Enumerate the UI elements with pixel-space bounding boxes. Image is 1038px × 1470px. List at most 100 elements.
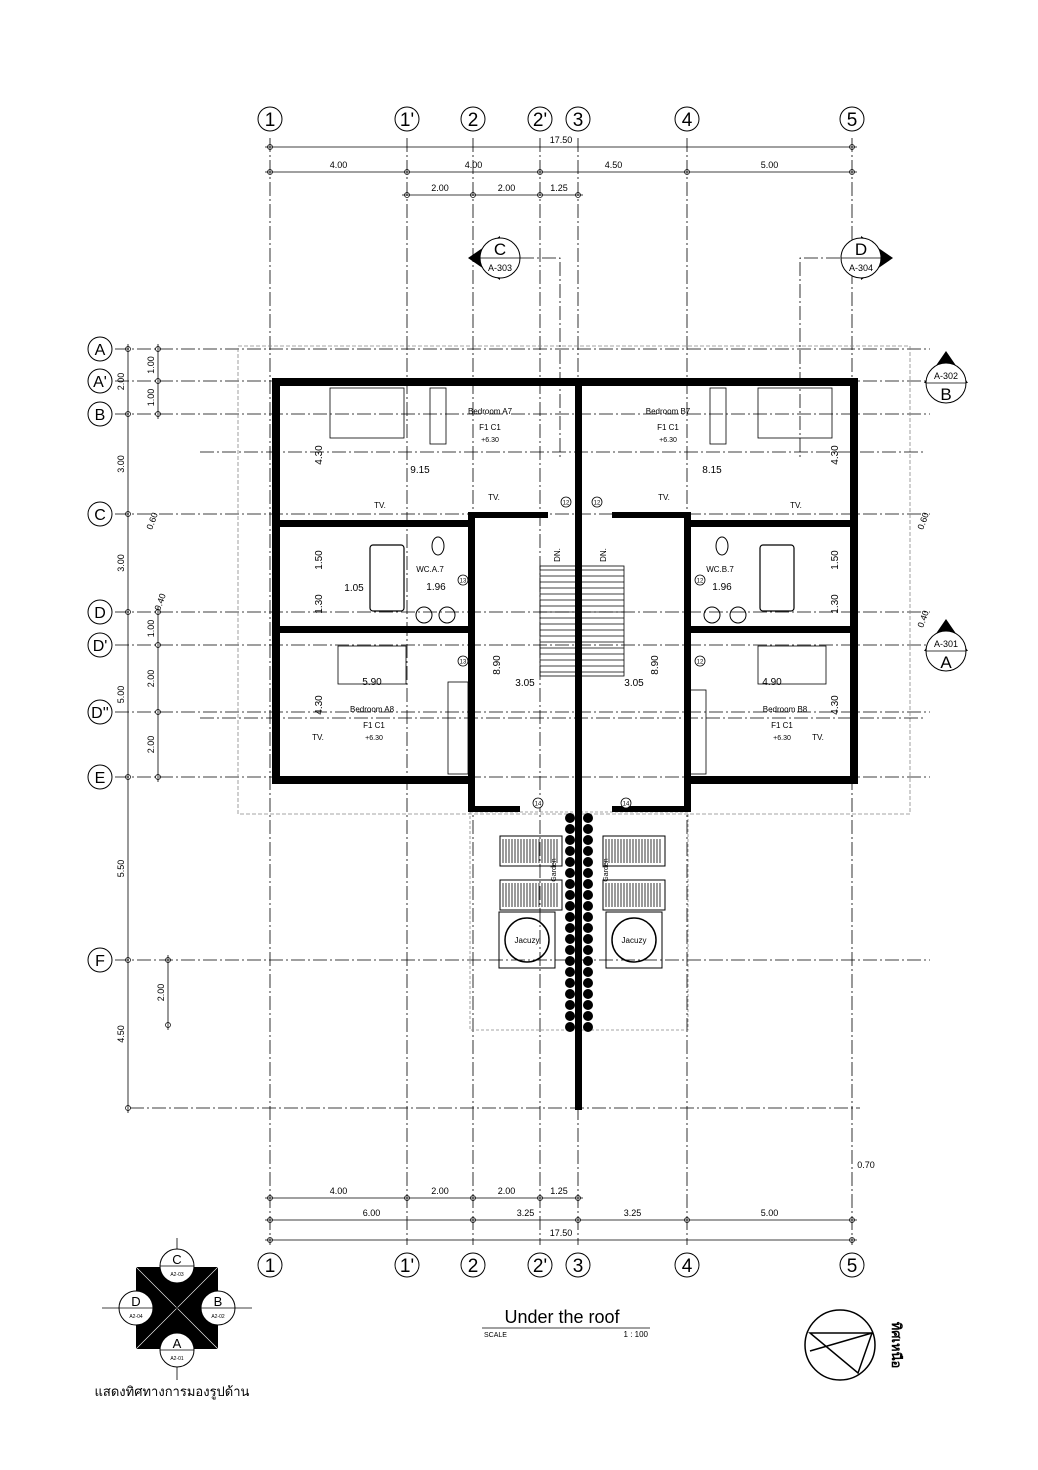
dim-top-row2-tick — [537, 169, 543, 175]
legend-view-sheet-B: A2-02 — [211, 1314, 225, 1320]
dim-bottom-overall-tick — [849, 1237, 855, 1243]
dim-bottom-overall-label: 17.50 — [550, 1228, 573, 1238]
section-letter: C — [494, 240, 506, 259]
dim-wc-b-width: 1.96 — [712, 582, 732, 593]
garden-plant — [565, 912, 575, 922]
section-letter: D — [855, 240, 867, 259]
wash-basin — [438, 606, 456, 624]
toilet — [715, 536, 729, 556]
grid-bubble-5 — [839, 1252, 865, 1278]
garden-plant — [583, 1000, 593, 1010]
grid-bubble-1 — [257, 1252, 283, 1278]
wardrobe — [709, 387, 727, 445]
dim-bed-depth: 4.30 — [830, 445, 841, 465]
garden-plant — [565, 868, 575, 878]
garden-plant — [565, 824, 575, 834]
grid-label-5: 5 — [847, 1256, 858, 1277]
dim-left-inner-tick — [155, 346, 161, 352]
garden-plant — [583, 890, 593, 900]
wardrobe — [689, 689, 707, 775]
dim-left-outer-tick — [125, 411, 131, 417]
garden-label: Garden — [603, 858, 610, 881]
stair-down-label: DN. — [599, 548, 608, 562]
wash-basin — [415, 606, 433, 624]
garden-plant — [565, 1000, 575, 1010]
room-tag-f1-c1: F1 C1 — [479, 423, 501, 432]
garden-plant — [583, 857, 593, 867]
dim-left-outer-label: 3.00 — [116, 455, 126, 473]
grid-label-D': D' — [93, 638, 108, 655]
grid-bubble-B — [87, 401, 113, 427]
dim-wc-lower: 1.30 — [314, 594, 325, 614]
dim-bedroom-a-width: 9.15 — [410, 465, 430, 476]
toilet — [431, 536, 445, 556]
dim-wc-upper: 1.50 — [314, 550, 325, 570]
grid-bubble-D — [87, 599, 113, 625]
door-tag — [532, 797, 544, 809]
grid-label-5: 5 — [847, 110, 858, 131]
grid-label-2: 2 — [468, 110, 479, 131]
lounger-frame — [602, 879, 666, 911]
door-tag — [457, 574, 469, 586]
bathtub — [369, 544, 405, 612]
dim-bedroom-b8-width: 4.90 — [762, 677, 782, 688]
tv-label: TV. — [312, 733, 324, 742]
room-label-wc-a7: WC.A.7 — [416, 565, 444, 574]
garden-plant — [583, 1011, 593, 1021]
section-letter: A — [940, 653, 952, 672]
dim-top-row3-label: 2.00 — [431, 183, 449, 193]
tv-label: TV. — [812, 733, 824, 742]
tv-label: TV. — [790, 501, 802, 510]
dim-bedroom-a8-width: 5.90 — [362, 677, 382, 688]
dim-left-inner-label: 0.40 — [152, 592, 167, 612]
dim-hall-width-b: 3.05 — [624, 678, 644, 689]
room-tag-f1-c1: F1 C1 — [771, 721, 793, 730]
dim-bottom-row2-tick — [267, 1217, 273, 1223]
grid-bubble-C — [87, 501, 113, 527]
grid-bubble-3 — [565, 1252, 591, 1278]
garden-plant — [583, 868, 593, 878]
dim-top-row3-tick — [470, 192, 476, 198]
dim-bottom-row1-label: 2.00 — [431, 1186, 449, 1196]
dim-top-row2-label: 4.00 — [330, 160, 348, 170]
dim-hall-length: 8.90 — [492, 655, 503, 675]
dim-tub: 1.05 — [344, 583, 364, 594]
sun-lounger — [499, 835, 563, 867]
grid-bubble-D' — [87, 632, 113, 658]
dim-left-inner-tick — [165, 1022, 171, 1028]
garden-plant — [583, 835, 593, 845]
dim-hall-width-a: 3.05 — [515, 678, 535, 689]
scale-label: SCALE — [484, 1332, 507, 1339]
dim-wc-a-width: 1.96 — [426, 582, 446, 593]
dim-bed-depth: 4.30 — [314, 445, 325, 465]
legend-view-sheet-C: A2-03 — [170, 1272, 184, 1278]
garden-plant — [565, 1022, 575, 1032]
dim-bed-depth: 4.30 — [830, 695, 841, 715]
dim-left-outer-tick — [125, 609, 131, 615]
dim-top-overall-tick — [849, 144, 855, 150]
dim-bottom-row1-label: 4.00 — [330, 1186, 348, 1196]
dim-left-inner-label: 1.00 — [146, 356, 156, 374]
dim-bottom-row2-tick — [470, 1217, 476, 1223]
grid-label-3: 3 — [573, 1256, 584, 1277]
furniture — [329, 387, 833, 1032]
garden-plant — [565, 978, 575, 988]
dim-bottom-row2-tick — [575, 1217, 581, 1223]
door-tag-number: 14 — [623, 802, 630, 808]
grid-bubble-2' — [527, 106, 553, 132]
garden-plant — [583, 846, 593, 856]
legend-view-sheet-D: A2-04 — [129, 1314, 143, 1320]
wash-basin — [729, 606, 747, 624]
garden-plant — [583, 978, 593, 988]
jacuzzi-label: Jacuzy — [622, 936, 647, 945]
garden-plant — [565, 857, 575, 867]
section-sheet: A-303 — [488, 263, 512, 273]
dim-bottom-row1-label: 1.25 — [550, 1186, 568, 1196]
section-sheet: A-302 — [934, 371, 958, 381]
garden-plant — [565, 846, 575, 856]
garden-plant — [565, 945, 575, 955]
section-letter: B — [940, 385, 951, 404]
section-sheet: A-301 — [934, 639, 958, 649]
garden-plant — [565, 835, 575, 845]
garden-plant — [583, 956, 593, 966]
